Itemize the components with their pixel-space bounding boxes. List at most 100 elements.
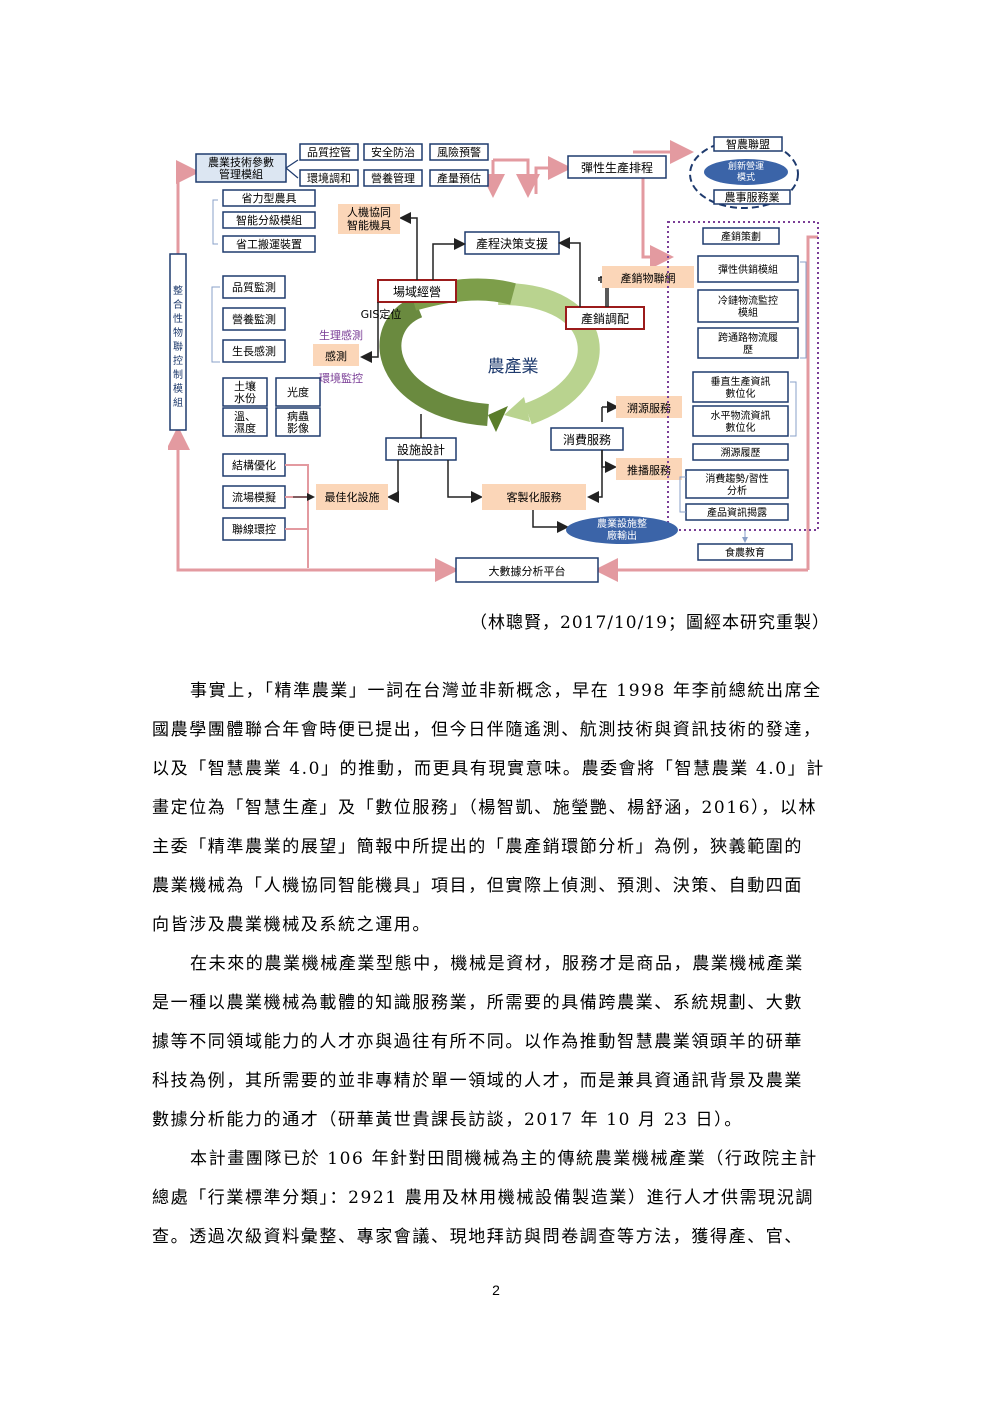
right-item-text: 溯源履歷	[721, 446, 761, 459]
grid-box: 影像	[287, 422, 309, 435]
text-line: 向皆涉及農業機械及系統之運用。	[152, 915, 431, 935]
text-line: 國農學團體聯合年會時便已提出，但今日伴隨遙測、航測技術與資訊技術的發達，	[152, 720, 822, 740]
right-item-text: 水平物流資訊	[711, 409, 771, 422]
vertical-module-char: 組	[173, 396, 183, 409]
text-line: 事實上，「精準農業」一詞在台灣並非新概念，早在 1998 年李前總統出席全	[190, 681, 822, 701]
tech-module-line1: 農業技術參數	[208, 155, 274, 169]
sense-label: 感測	[325, 349, 347, 363]
text-line: 本計畫團隊已於 106 年針對田間機械為主的傳統農業機械產業（行政院主計	[190, 1149, 818, 1169]
bigdata-box: 大數據分析平台	[489, 564, 566, 578]
right-item-box	[692, 443, 789, 461]
export-line: 農業設施整	[597, 517, 647, 530]
sensor-box: 營養監測	[232, 312, 276, 326]
text-line: 數據分析能力的通才（研華黃世貴課長訪談，2017 年 10 月 23 日）。	[152, 1110, 743, 1130]
text-line: 畫定位為「智慧生產」及「數位服務」（楊智凱、施瑩艷、楊舒涵，2016），以林	[152, 798, 818, 818]
text-line: 在未來的農業機械產業型態中，機械是資材，服務才是商品，農業機械產業	[190, 954, 804, 974]
top-box: 品質控管	[307, 145, 351, 159]
right-items: 產銷策劃彈性供銷模組冷鏈物流監控模組跨通路物流履歷垂直生產資訊數位化水平物流資訊…	[679, 227, 807, 521]
physio-label: 生理感測	[319, 328, 363, 342]
right-item-text: 跨通路物流履	[718, 331, 778, 344]
right-item-text: 產銷策劃	[721, 230, 761, 243]
left-top-group: 農業技術參數 管理模組 省力型農具 智能分級模組 省工搬運裝置	[195, 153, 316, 253]
left-bottom-box: 聯線環控	[232, 522, 276, 536]
page-number: 2	[492, 1282, 500, 1298]
sensor-box: 生長感測	[232, 344, 276, 358]
left-item: 省工搬運裝置	[236, 237, 302, 251]
optimal-label: 最佳化設施	[325, 490, 380, 504]
grid-box: 水份	[234, 392, 256, 405]
agriculture-system-diagram: 品質控管 安全防治 風險預警 環境調和 營養管理 產量預估 農業技術參數 管理模…	[168, 136, 819, 583]
vertical-module-char: 聯	[173, 341, 183, 353]
right-item-box	[692, 405, 789, 437]
tech-module-line2: 管理模組	[219, 167, 263, 181]
right-item-text: 歷	[743, 344, 753, 356]
grid-box: 溫、	[234, 409, 256, 423]
right-item-text: 冷鏈物流監控	[718, 294, 778, 307]
paragraph-3: 本計畫團隊已於 106 年針對田間機械為主的傳統農業機械產業（行政院主計總處「行…	[152, 1140, 844, 1257]
right-item-text: 彈性供銷模組	[718, 263, 778, 276]
alliance-service: 農事服務業	[725, 190, 780, 204]
right-item-text: 垂直生產資訊	[711, 375, 771, 388]
custom-label: 客製化服務	[507, 490, 562, 504]
vertical-module-char: 物	[173, 326, 183, 339]
alliance-oval: 模式	[737, 171, 755, 183]
left-bottom-box: 結構優化	[232, 458, 276, 472]
paragraph-1: 事實上，「精準農業」一詞在台灣並非新概念，早在 1998 年李前總統出席全國農學…	[152, 672, 844, 945]
grid-box: 土壤	[234, 379, 256, 393]
left-bottom-box: 流場模擬	[232, 490, 276, 504]
sensor-box: 品質監測	[232, 280, 276, 294]
facility-box: 設施設計	[397, 442, 445, 457]
right-item-text: 數位化	[726, 387, 756, 400]
push-label: 推播服務	[627, 463, 671, 477]
top-box: 營養管理	[371, 171, 415, 185]
export-oval: 農業設施整 廠輸出	[566, 516, 678, 544]
top-right-group: 彈性生產排程 智農聯盟 創新營運 模式 農事服務業	[567, 136, 799, 209]
center-label: 農產業	[488, 357, 539, 377]
vertical-module-char: 控	[173, 354, 183, 367]
figure-caption: （林聰賢，2017/10/19；圖經本研究重製）	[470, 613, 830, 633]
right-item-box	[685, 469, 789, 499]
robot-label: 智能機具	[347, 218, 391, 232]
peach-labels: 人機協同 智能機具 GIS定位 生理感測 感測 環境監控 產銷物聯網 溯源服務 …	[313, 204, 694, 510]
core-boxes: 場域經營 產程決策支援 產銷調配 設施設計 消費服務	[377, 231, 645, 461]
alliance-oval: 創新營運	[728, 160, 764, 172]
network-label: 產銷物聯網	[621, 271, 676, 285]
vertical-module-char: 模	[173, 383, 183, 395]
export-line: 廠輸出	[607, 529, 637, 542]
text-line: 據等不同領域能力的人才亦與過往有所不同。以作為推動智慧農業領頭羊的研華	[152, 1032, 803, 1052]
vertical-module-char: 整	[173, 284, 183, 297]
top-box: 風險預警	[437, 145, 481, 159]
consumer-box: 消費服務	[563, 432, 611, 447]
right-item-text: 模組	[738, 306, 758, 319]
right-item-box	[697, 289, 799, 323]
left-item: 智能分級模組	[236, 213, 302, 227]
text-line: 查。透過次級資料彙整、專家會議、現地拜訪與問卷調查等方法，獲得產、官、	[152, 1227, 803, 1247]
grid-box: 光度	[287, 385, 309, 399]
decision-box: 產程決策支援	[476, 236, 548, 251]
right-item-text: 分析	[727, 484, 747, 497]
right-item-text: 產品資訊揭露	[707, 506, 767, 519]
right-item-text: 數位化	[726, 421, 756, 434]
right-bracket	[679, 261, 807, 513]
left-bottom: 結構優化 流場模擬 聯線環控	[222, 453, 315, 568]
trace-label: 溯源服務	[627, 401, 671, 415]
grid-box: 病蟲	[287, 409, 309, 423]
left-sensors: 品質監測 營養監測 生長感測 土壤 水份 光度 溫、 濕度 病蟲 影像	[211, 275, 321, 437]
top-box: 產量預估	[437, 171, 481, 185]
paragraph-2: 在未來的農業機械產業型態中，機械是資材，服務才是商品，農業機械產業是一種以農業機…	[152, 945, 844, 1140]
vertical-module-char: 合	[173, 298, 183, 311]
vertical-module-char: 性	[173, 312, 183, 325]
right-item-box	[692, 371, 789, 403]
food-edu-box: 食農教育	[725, 546, 765, 559]
alliance-title: 智農聯盟	[726, 137, 770, 151]
right-item-text: 消費趨勢/習性	[705, 472, 768, 485]
top-box-group: 品質控管 安全防治 風險預警 環境調和 營養管理 產量預估	[299, 143, 489, 187]
text-line: 以及「智慧農業 4.0」的推動，而更具有現實意味。農委會將「智慧農業 4.0」計	[152, 759, 825, 779]
sales-adjust-box: 產銷調配	[581, 311, 629, 326]
right-item-box	[697, 327, 799, 359]
top-box: 環境調和	[307, 171, 351, 185]
text-line: 農業機械為「人機協同智能機具」項目，但實際上偵測、預測、決策、自動四面	[152, 876, 803, 896]
right-item-box	[702, 227, 780, 245]
farm-box: 場域經營	[393, 285, 441, 299]
